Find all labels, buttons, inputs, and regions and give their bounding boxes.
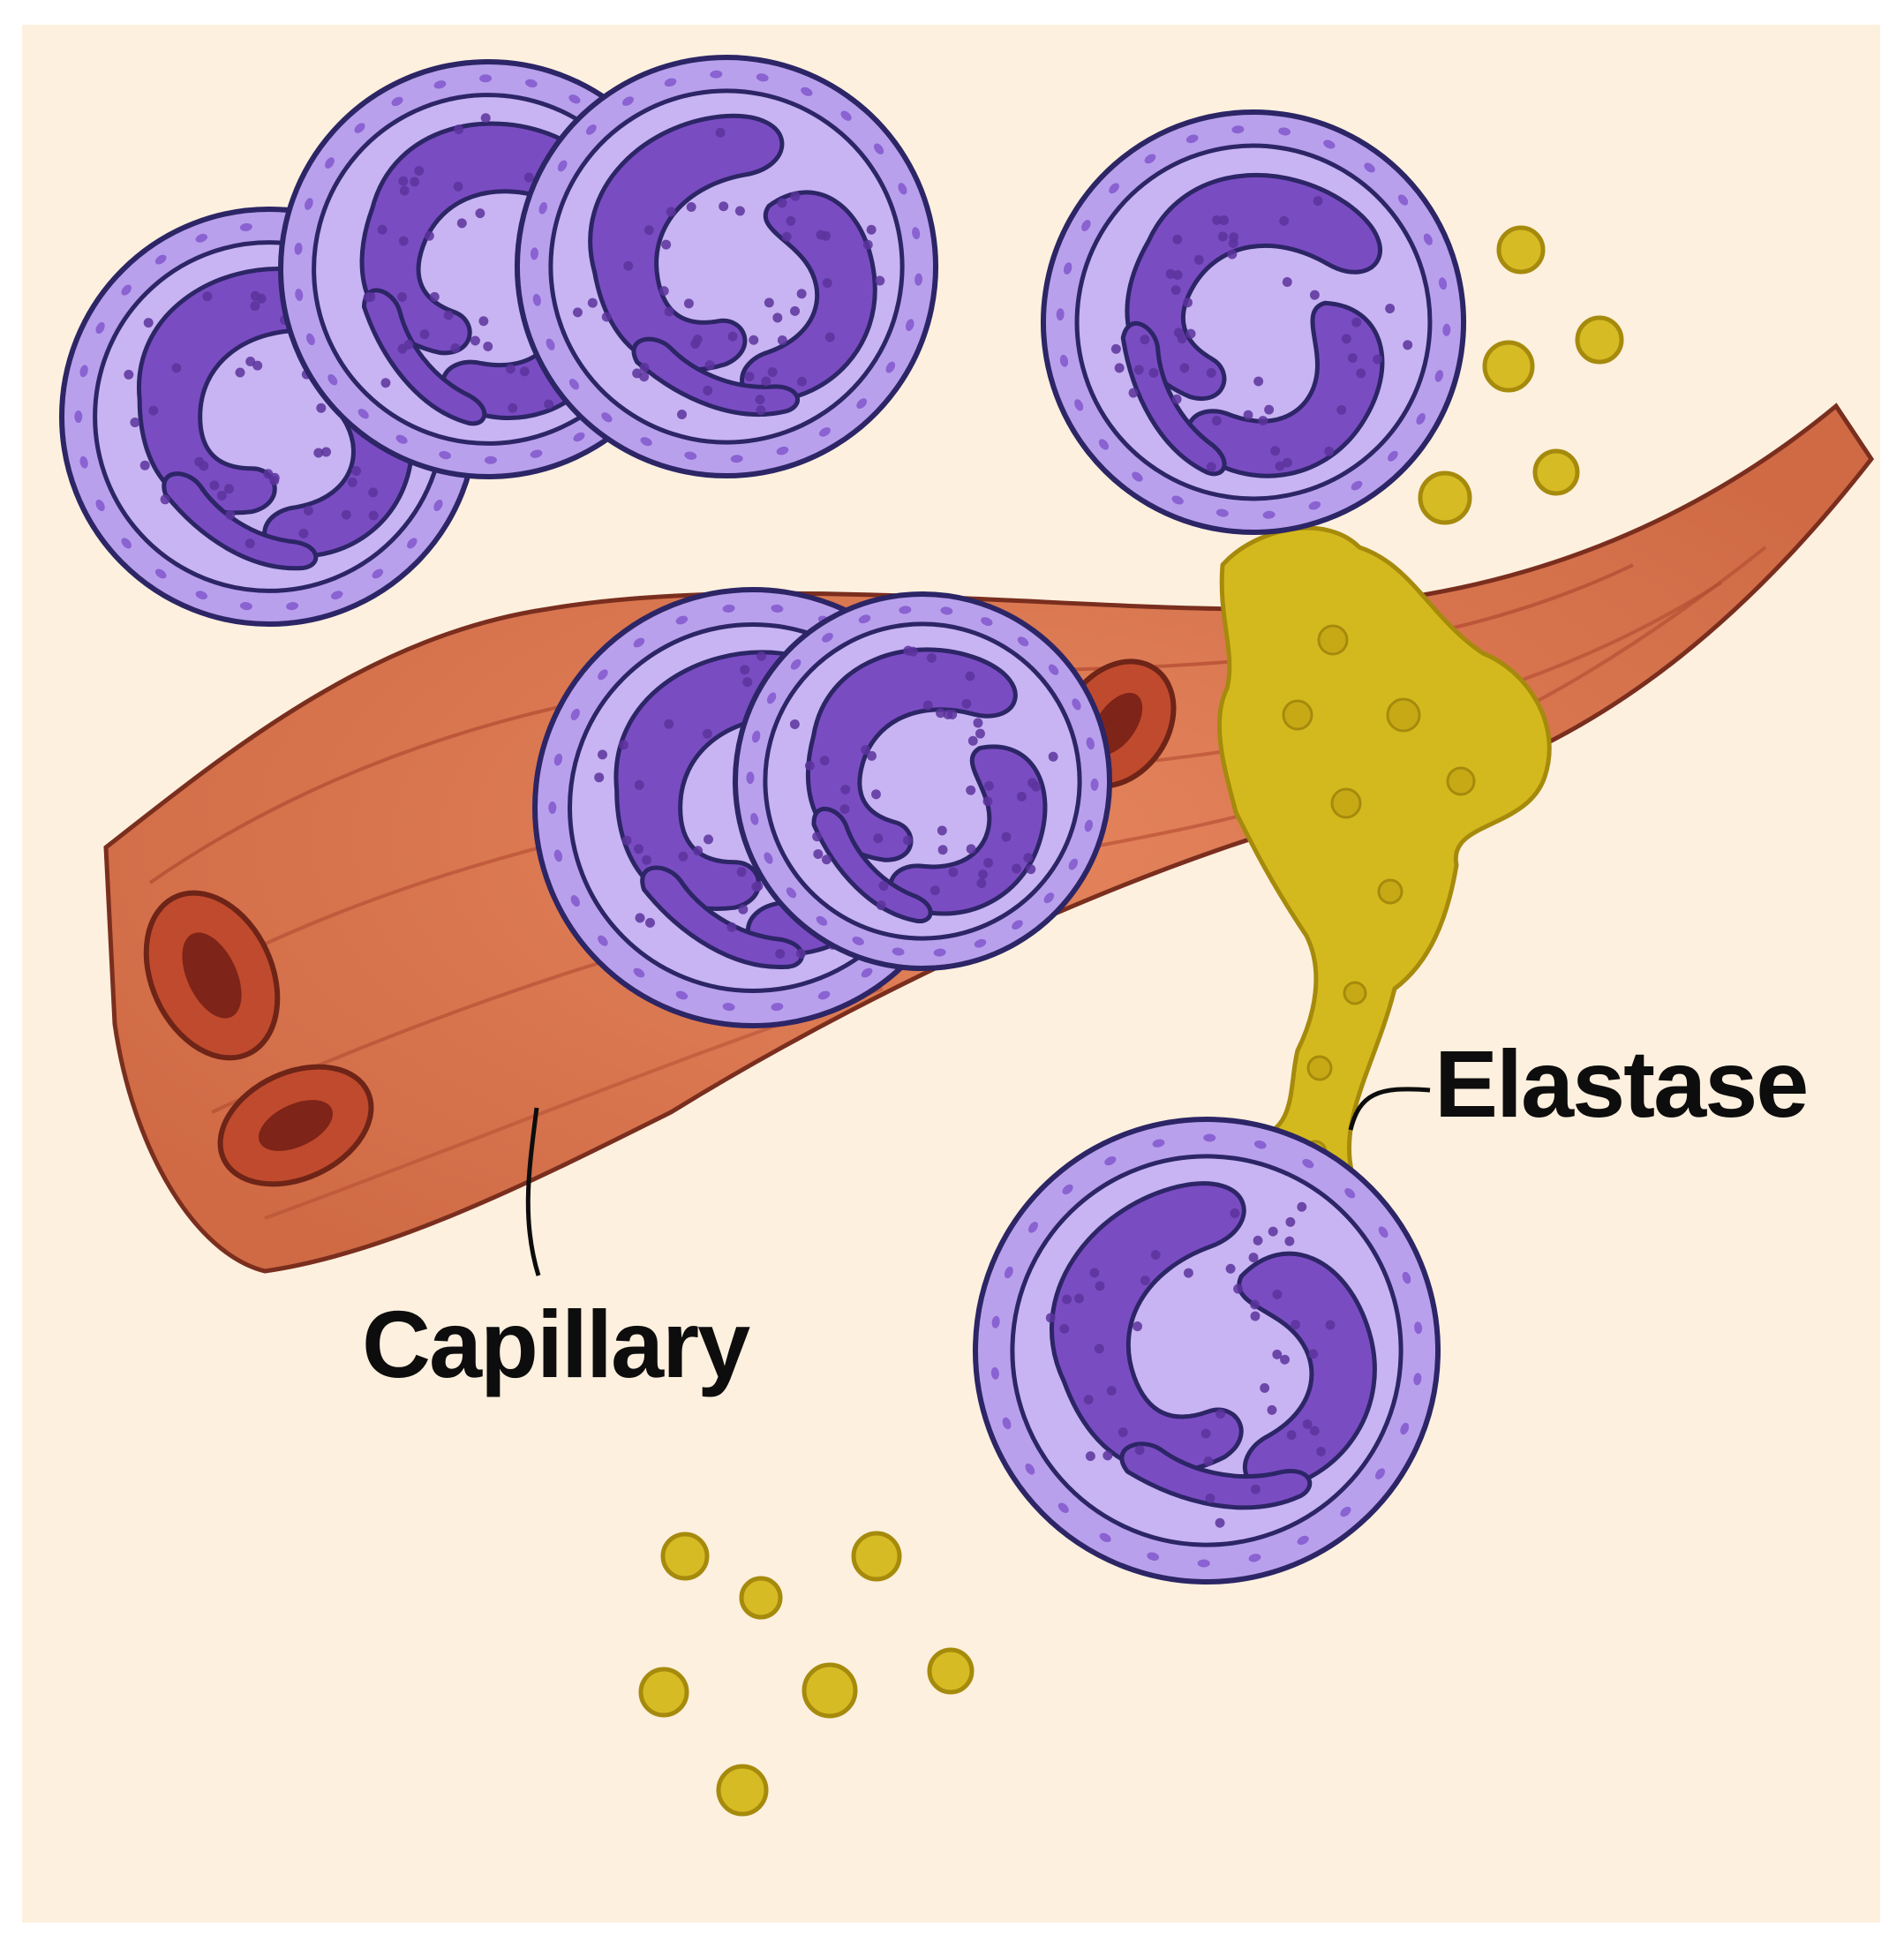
capillary-label: Capillary: [362, 1291, 750, 1397]
elastase-label: Elastase: [1434, 1030, 1807, 1137]
neutrophil-cell: [733, 591, 1112, 971]
elastase-granule: [851, 1531, 902, 1582]
capillary-leader-line: [525, 1107, 541, 1276]
neutrophil-group: [59, 55, 1466, 1584]
elastase-leader-line: [1348, 1087, 1431, 1131]
elastase-granule: [1575, 315, 1624, 365]
elastase-granule: [1532, 448, 1580, 496]
neutrophil-cell: [515, 55, 938, 478]
red-blood-cell: [143, 890, 281, 1061]
elastase-granule: [801, 1662, 858, 1719]
elastase-granules: [638, 225, 1624, 1817]
neutrophil-cell: [1041, 109, 1466, 535]
elastase-granule: [1418, 470, 1472, 525]
elastase-granule: [716, 1764, 769, 1817]
elastase-granule: [638, 1667, 689, 1718]
elastase-granule: [927, 1647, 975, 1695]
elastase-granule: [739, 1576, 783, 1620]
elastase-granule: [660, 1532, 710, 1581]
neutrophil-cell: [973, 1117, 1441, 1584]
red-blood-cell: [217, 1064, 374, 1187]
elastase-granule: [1482, 340, 1535, 393]
elastase-granule: [1496, 225, 1546, 275]
